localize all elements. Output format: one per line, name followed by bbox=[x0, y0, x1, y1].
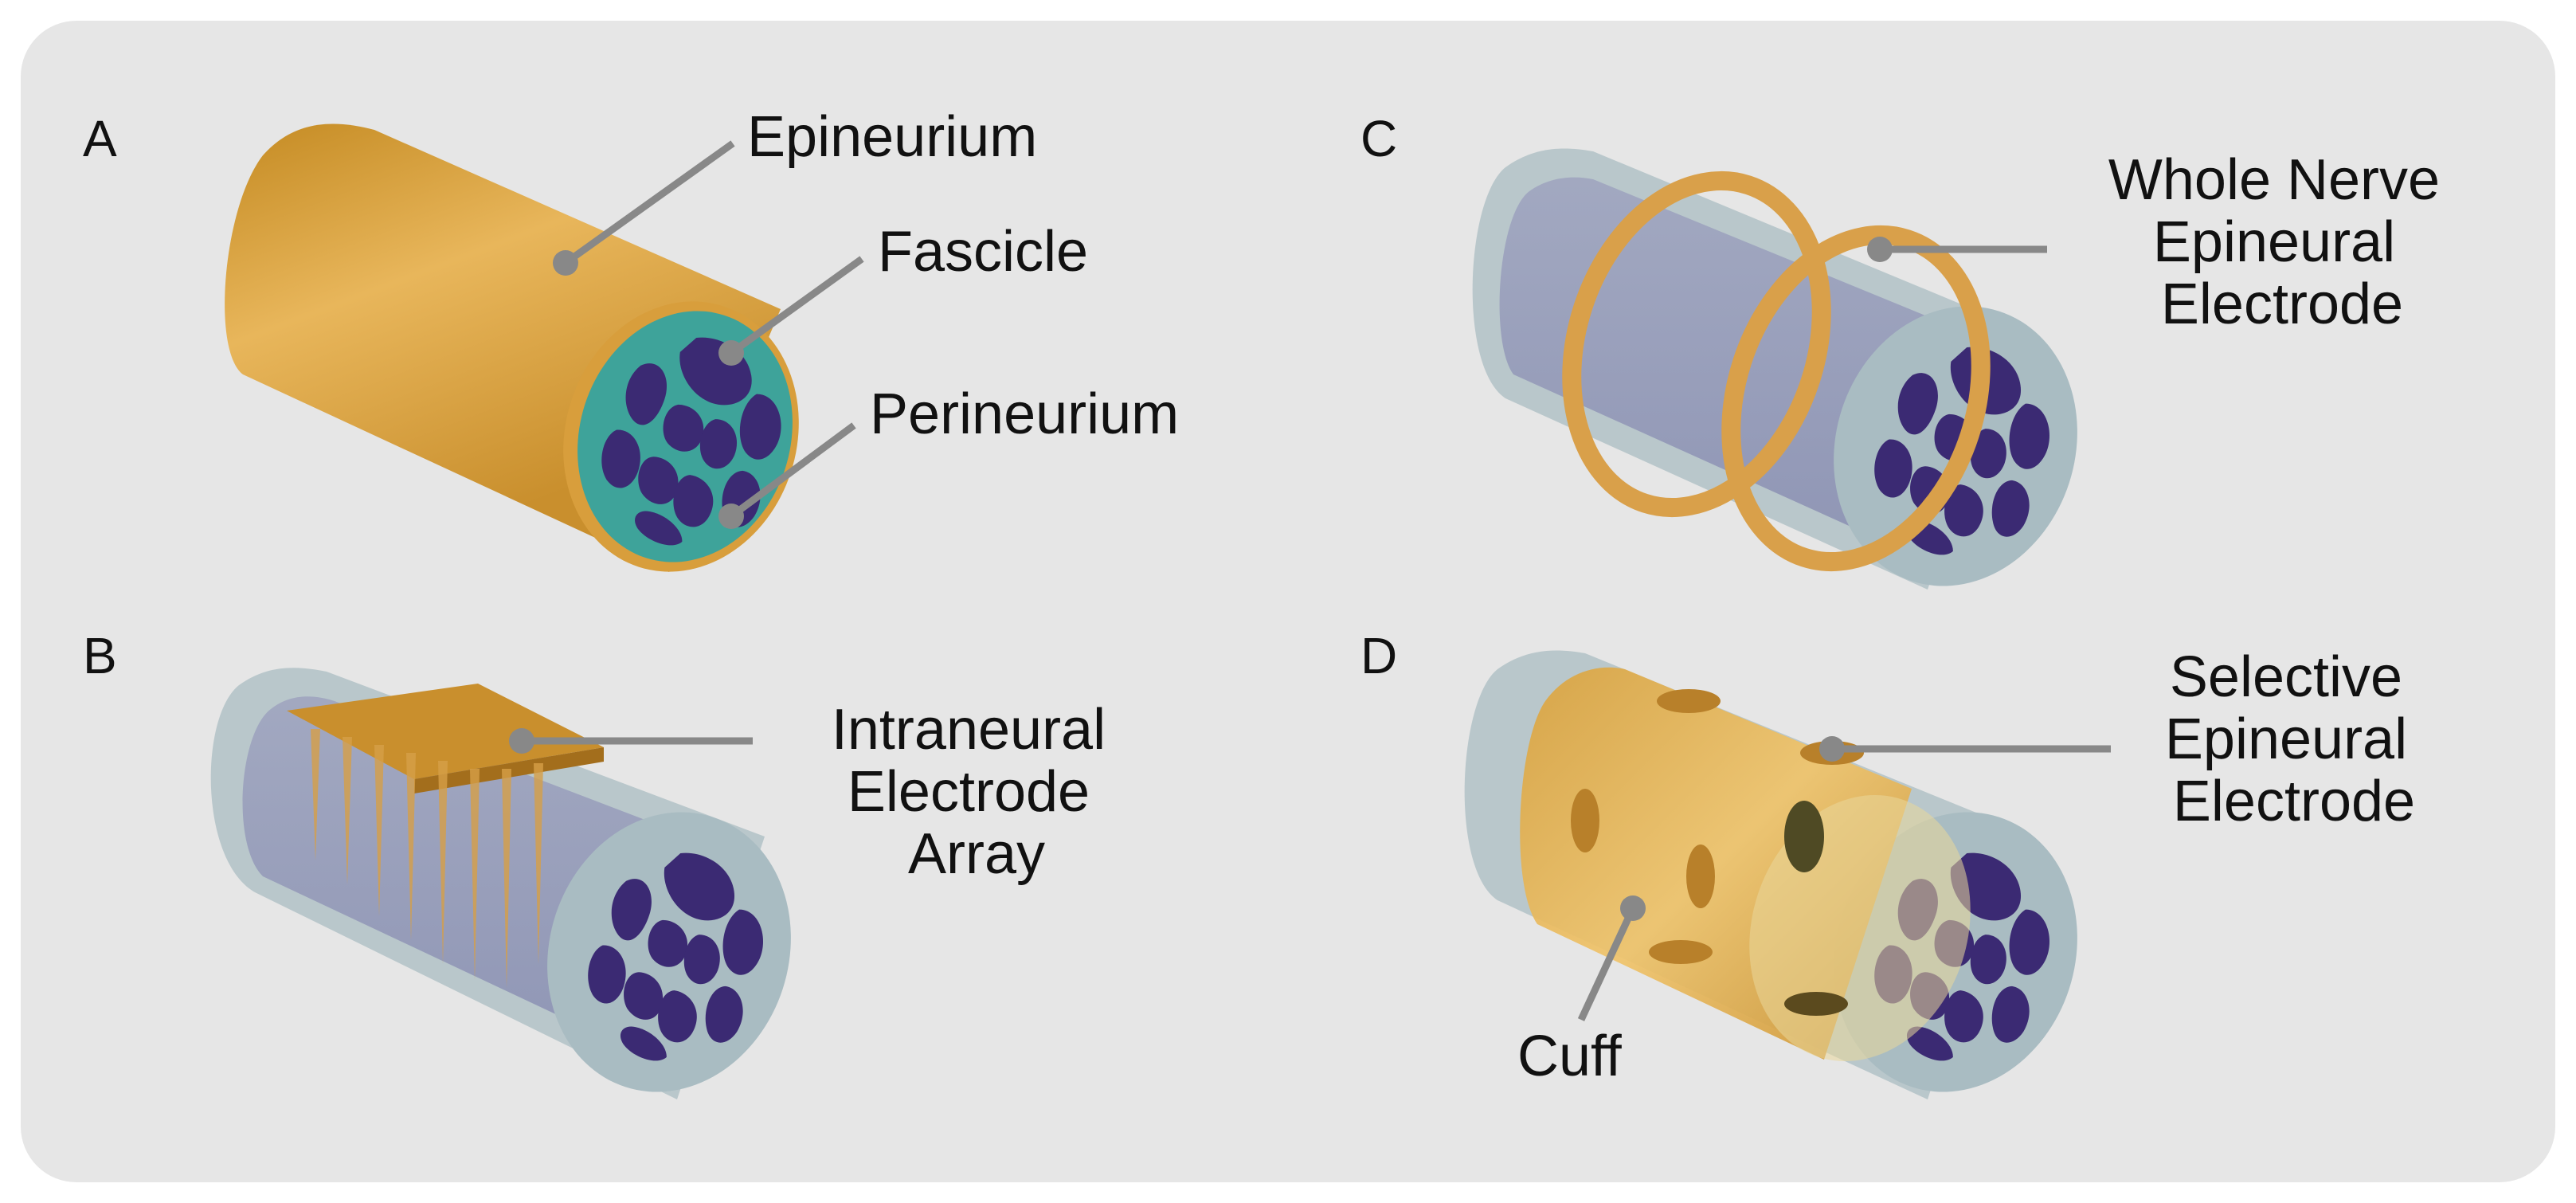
fascicle-label: Fascicle bbox=[878, 220, 1088, 284]
perineurium-pointer bbox=[718, 504, 744, 529]
perineurium-leader bbox=[729, 422, 856, 519]
ring-electrode-2 bbox=[1721, 225, 1991, 572]
epineurium-leader bbox=[563, 140, 735, 266]
cuff-label: Cuff bbox=[1517, 1025, 1623, 1088]
panel-b-letter: B bbox=[83, 627, 117, 684]
perineurium-label: Perineurium bbox=[870, 382, 1179, 446]
cuff-pointer bbox=[1620, 895, 1646, 921]
epineurium-pointer bbox=[553, 250, 578, 276]
panel-b: B Intraneural Electrode Array bbox=[83, 627, 1122, 1099]
epineurium-label: Epineurium bbox=[747, 105, 1037, 169]
panel-a: A Epineurium Fascicle Perineurium bbox=[83, 105, 1179, 576]
panel-c: C Whole Nerve Epineural Electrode bbox=[1360, 110, 2456, 590]
intraneural-array-plate bbox=[287, 684, 604, 779]
panel-c-letter: C bbox=[1360, 110, 1397, 167]
fascicle-pointer bbox=[718, 340, 744, 366]
panel-d: D Selective Epineural Electrode Cuff bbox=[1360, 627, 2423, 1099]
selective-electrode-label: Selective Epineural Electrode bbox=[2165, 645, 2423, 833]
intraneural-array-pointer bbox=[509, 728, 534, 754]
selective-electrode-pointer bbox=[1819, 736, 1845, 762]
fascicle-leader bbox=[729, 256, 864, 356]
intraneural-array-label: Intraneural Electrode Array bbox=[832, 698, 1122, 886]
ring-electrode-1 bbox=[1562, 170, 1831, 518]
panel-d-letter: D bbox=[1360, 627, 1397, 684]
panel-a-letter: A bbox=[83, 110, 117, 167]
cuff-leader bbox=[1577, 907, 1637, 1021]
whole-nerve-electrode-label: Whole Nerve Epineural Electrode bbox=[2108, 148, 2456, 336]
cuff-contact-pads bbox=[1571, 689, 1864, 1016]
intraneural-array-shanks bbox=[311, 729, 543, 988]
whole-nerve-pointer bbox=[1867, 237, 1893, 262]
